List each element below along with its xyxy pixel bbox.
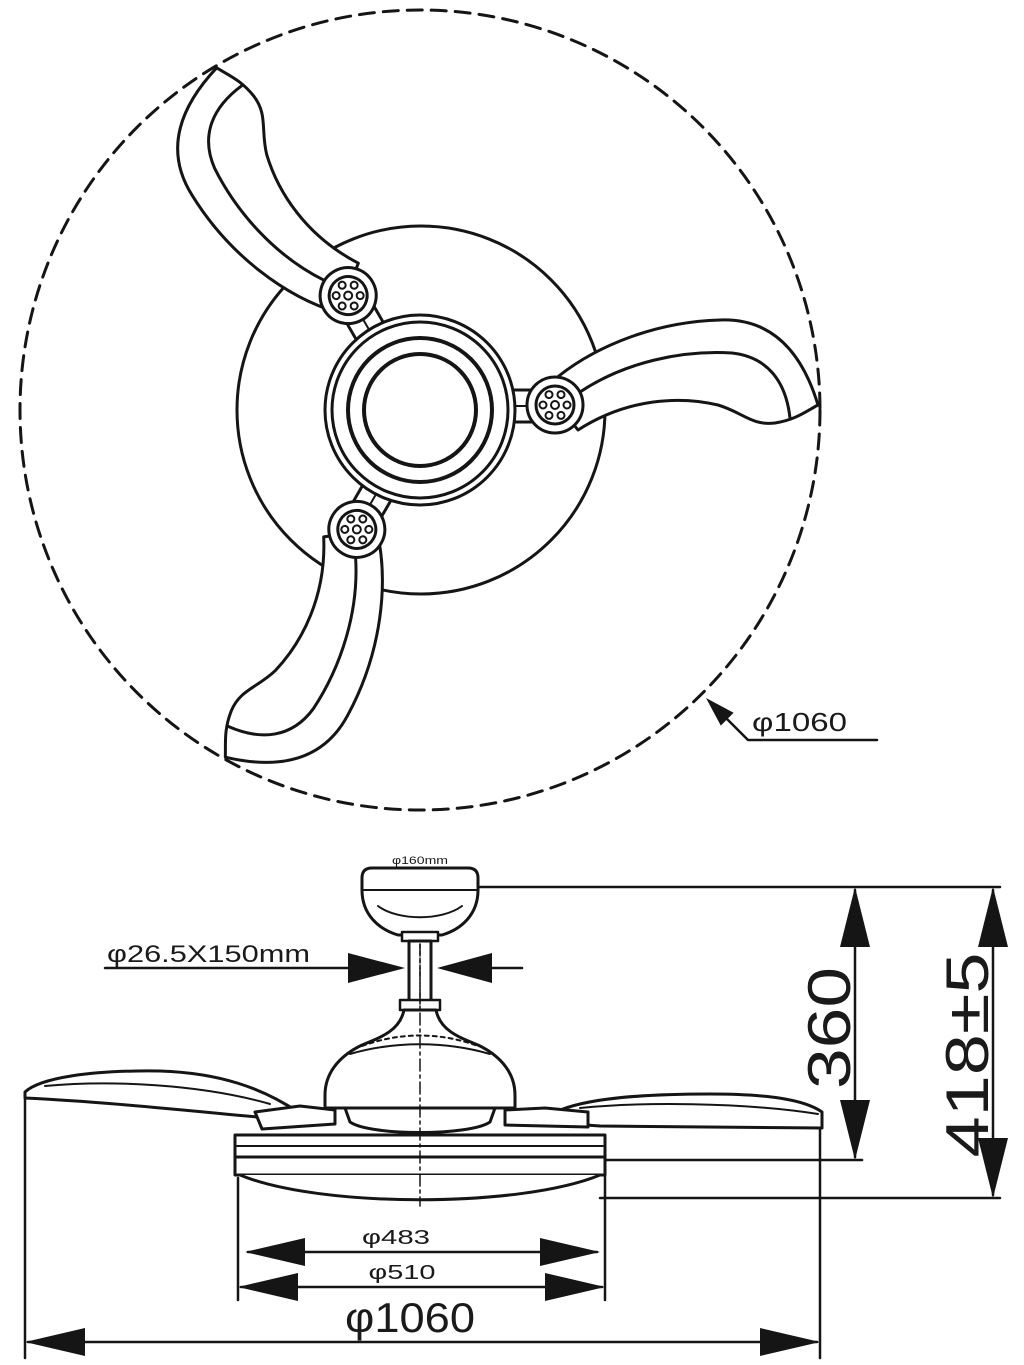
downrod-arrow-left bbox=[348, 953, 405, 983]
side-sweep-diameter-label: φ1060 bbox=[345, 1294, 475, 1341]
arrow-510-right bbox=[545, 1273, 605, 1301]
arrow-483-right bbox=[540, 1238, 600, 1266]
canopy bbox=[360, 866, 480, 937]
side-blade-right bbox=[548, 1092, 824, 1130]
blade-outline bbox=[176, 66, 360, 315]
light-inner-diameter-label: φ483 bbox=[362, 1227, 430, 1249]
downrod-size-label: φ26.5X150mm bbox=[107, 941, 310, 968]
arrow-510-left bbox=[238, 1273, 298, 1301]
arrow-1060-left bbox=[25, 1328, 85, 1356]
blade-edge-line bbox=[226, 556, 358, 737]
center-hub bbox=[323, 313, 517, 507]
dimension-arrowheads bbox=[25, 887, 1008, 1356]
blade-lower-left bbox=[223, 478, 395, 764]
arrow-418-top bbox=[978, 887, 1008, 947]
arrow-1060-right bbox=[760, 1328, 820, 1356]
side-blade-bracket-right bbox=[503, 1106, 590, 1129]
height-to-light-label: 360 bbox=[796, 967, 863, 1089]
side-view bbox=[23, 866, 824, 1207]
blade-outline bbox=[223, 527, 384, 764]
overall-height-label: 418±5 bbox=[934, 953, 1001, 1158]
blade-edge-line bbox=[207, 84, 326, 282]
blade-upper-left bbox=[176, 66, 388, 346]
blade-sweep-circle bbox=[18, 8, 822, 812]
arrow-360-bottom bbox=[840, 1100, 870, 1160]
sweep-diameter-arrowhead bbox=[706, 698, 734, 726]
arrow-483-left bbox=[245, 1238, 305, 1266]
blade-mount bbox=[327, 499, 387, 559]
top-view bbox=[18, 8, 879, 812]
blade-mount bbox=[318, 266, 378, 326]
top-sweep-diameter-label: φ1060 bbox=[752, 707, 847, 737]
arrow-360-top bbox=[840, 887, 870, 947]
blade-mount bbox=[525, 375, 585, 435]
dimensions bbox=[23, 885, 1002, 1360]
canopy-inner-curve bbox=[377, 905, 463, 919]
arrow-418-bottom bbox=[978, 1138, 1008, 1198]
side-blade-bracket-left bbox=[253, 1104, 337, 1131]
blade-outline bbox=[543, 318, 820, 432]
housing-lower-body bbox=[343, 1106, 497, 1134]
blade-edge-line bbox=[578, 351, 792, 420]
downrod-arrow-right bbox=[437, 953, 492, 983]
canopy-diameter-label: φ160mm bbox=[392, 855, 448, 867]
side-blade-left bbox=[23, 1069, 300, 1122]
light-outer-diameter-label: φ510 bbox=[369, 1262, 436, 1284]
